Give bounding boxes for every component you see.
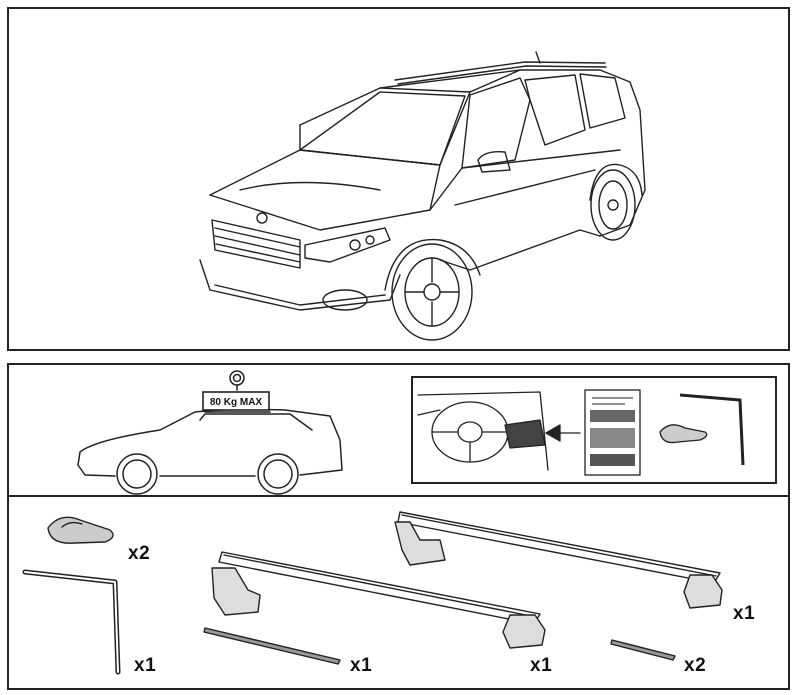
qty-allen-key: x1 (134, 655, 157, 676)
qty-cover-strip-long: x1 (350, 655, 373, 676)
panel-divider (7, 495, 790, 497)
manual-storage-diagram (417, 389, 745, 476)
vehicle-illustration-panel (7, 7, 790, 351)
lock-clip-icon (47, 516, 114, 544)
cover-strip-long (203, 627, 341, 665)
roof-bar-front (211, 551, 546, 649)
instruction-booklet (584, 389, 641, 476)
estate-car-illustration (199, 51, 646, 341)
qty-roof-bar-rear: x1 (733, 603, 756, 624)
load-sign-text: 80 Kg MAX (210, 397, 263, 408)
load-sign-box (202, 391, 270, 411)
qty-cover-strip-short: x2 (684, 655, 707, 676)
allen-key-icon (679, 393, 745, 466)
qty-lock-clip: x2 (128, 543, 151, 564)
allen-key-part-icon (22, 569, 121, 675)
roof-load-diagram: 80 Kg MAX (77, 370, 343, 495)
clip-icon (659, 424, 708, 444)
cover-strip-short (610, 639, 676, 661)
roof-bar-rear (394, 511, 723, 609)
qty-roof-bar-front: x1 (530, 655, 553, 676)
